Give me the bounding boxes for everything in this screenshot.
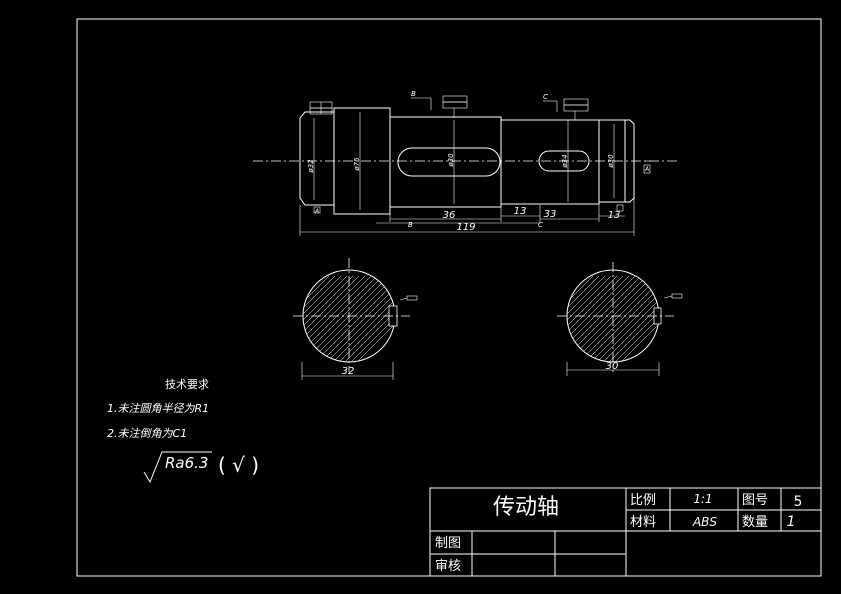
scale-label: 比例 <box>630 493 656 508</box>
material-value: ABS <box>692 515 717 529</box>
datum-b-label: B <box>411 90 416 98</box>
keyway-small <box>538 150 590 172</box>
material-label: 材料 <box>630 515 656 530</box>
notes-line-1: 1.未注圆角半径为R1 <box>107 402 209 415</box>
roughness-suffix: ( √ ) <box>218 453 259 477</box>
dim-length-36: 36 <box>443 210 456 221</box>
shaft-front-view <box>253 95 680 236</box>
drawn-by-label: 制图 <box>435 536 461 551</box>
drawing-no-label: 图号 <box>742 493 768 508</box>
dim-length-13a: 13 <box>514 206 527 217</box>
datum-b2-label: B <box>408 221 413 229</box>
scale-value: 1:1 <box>693 492 712 506</box>
dim-d34: ø34 <box>561 154 569 168</box>
dim-section1-width: 32 <box>342 366 355 377</box>
datum-a-label: A <box>314 208 319 215</box>
dim-length-13b: 13 <box>608 210 621 221</box>
datum-c-label: C <box>543 93 548 101</box>
dim-d75: ø75 <box>353 157 361 172</box>
checked-by-label: 审核 <box>435 559 461 574</box>
datum-a2-label: A <box>644 166 649 173</box>
notes-line-2: 2.未注倒角为C1 <box>107 427 187 440</box>
dim-d32-left: ø32 <box>307 159 315 174</box>
qty-value: 1 <box>787 514 796 530</box>
notes-title: 技术要求 <box>165 378 209 391</box>
dim-d30-right: ø30 <box>607 154 615 169</box>
dim-length-33: 33 <box>544 209 557 220</box>
section-view-1 <box>293 258 418 380</box>
qty-label: 数量 <box>742 515 768 530</box>
dim-d30-mid: ø30 <box>447 153 455 168</box>
section-view-2 <box>557 262 683 376</box>
roughness-value: Ra6.3 <box>165 454 208 472</box>
drawing-no-value: 5 <box>794 494 803 510</box>
title-block <box>429 487 822 577</box>
keyway-large <box>397 147 501 177</box>
dim-length-119: 119 <box>456 222 475 233</box>
dim-section2-width: 30 <box>606 361 619 372</box>
datum-c2-label: C <box>538 221 543 229</box>
part-name: 传动轴 <box>493 495 559 520</box>
roughness-symbol <box>143 451 212 484</box>
